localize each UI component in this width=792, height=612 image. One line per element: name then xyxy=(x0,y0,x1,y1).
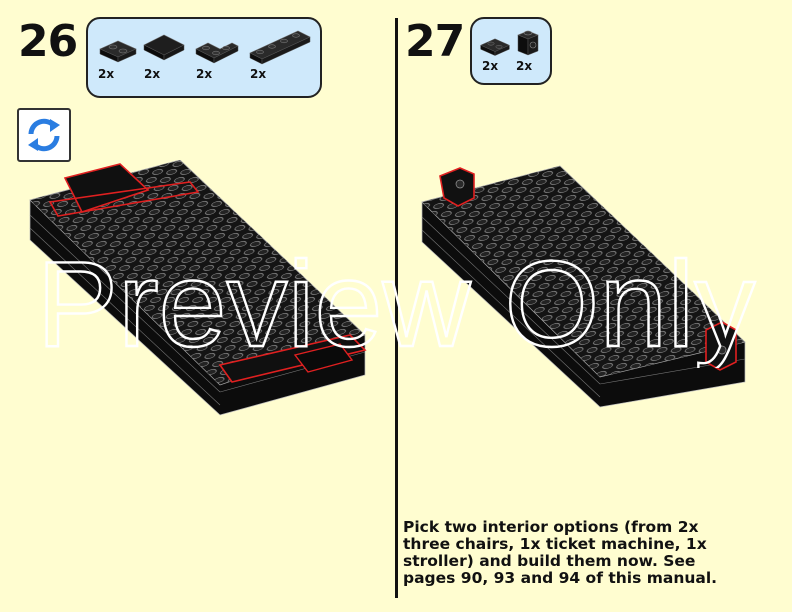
plate-1x2-icon xyxy=(99,40,137,63)
plate-1x2-icon xyxy=(480,38,510,56)
parts-callout-step-26: 2x 2x 2x 2x xyxy=(86,17,322,98)
part-qty: 2x xyxy=(516,59,533,73)
step-number-26: 26 xyxy=(18,16,78,67)
instruction-line: three chairs, 1x ticket machine, 1x xyxy=(403,535,707,553)
new-brick-highlight xyxy=(705,321,737,371)
step-divider xyxy=(395,18,398,598)
rotate-icon xyxy=(28,118,60,152)
rotate-model-button[interactable] xyxy=(17,108,71,162)
instruction-line: stroller) and build them now. See xyxy=(403,552,696,570)
part-qty: 2x xyxy=(144,67,161,81)
instruction-line: pages 90, 93 and 94 of this manual. xyxy=(403,569,718,587)
plate-corner-icon xyxy=(195,42,239,64)
instruction-line: Pick two interior options (from 2x xyxy=(403,518,699,536)
part-qty: 2x xyxy=(250,67,267,81)
build-instruction-text: Pick two interior options (from 2x three… xyxy=(403,519,733,587)
tile-2x2-icon xyxy=(143,34,185,61)
part-qty: 2x xyxy=(482,59,499,73)
part-qty: 2x xyxy=(196,67,213,81)
plate-1x4-icon xyxy=(249,30,311,65)
step-number-27: 27 xyxy=(405,16,465,67)
part-qty: 2x xyxy=(98,67,115,81)
parts-callout-step-27: 2x 2x xyxy=(470,17,552,85)
step-26-model-illustration xyxy=(29,160,367,416)
step-27-model-illustration xyxy=(421,165,746,408)
brick-1x1-stud-side-icon xyxy=(517,30,539,56)
new-brick-highlight xyxy=(439,167,475,207)
